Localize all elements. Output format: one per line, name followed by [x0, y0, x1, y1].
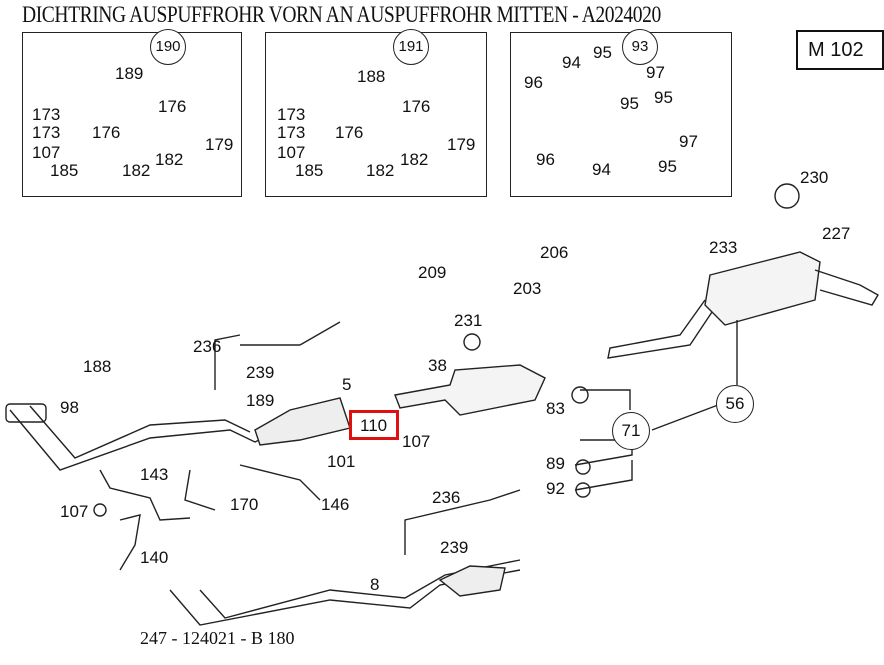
callout: 8 — [370, 575, 380, 594]
callout: 185 — [295, 161, 324, 180]
callout: 89 — [546, 454, 565, 473]
callout: 182 — [122, 161, 151, 180]
callout: 233 — [709, 238, 738, 257]
inset-badge-190: 190 — [150, 29, 186, 65]
callout: 185 — [50, 161, 79, 180]
callout: 83 — [546, 399, 565, 418]
callout: 95 — [593, 43, 612, 62]
callout: 236 — [432, 488, 461, 507]
callout: 182 — [155, 150, 184, 169]
callout: 140 — [140, 548, 169, 567]
callout: 176 — [92, 123, 121, 142]
page-title: DICHTRING AUSPUFFROHR VORN AN AUSPUFFROH… — [22, 2, 661, 27]
callout: 95 — [658, 157, 677, 176]
callout: 209 — [418, 263, 447, 282]
callout: 236 — [193, 337, 222, 356]
callout: 230 — [800, 168, 829, 187]
callout: 206 — [540, 243, 569, 262]
callout: 95 — [654, 88, 673, 107]
callout: 96 — [524, 73, 543, 92]
callout: 179 — [447, 135, 476, 154]
callout: 182 — [400, 150, 429, 169]
callout: 38 — [428, 356, 447, 375]
callout: 189 — [115, 64, 144, 83]
callout: 107 — [60, 502, 89, 521]
callout: 231 — [454, 311, 483, 330]
callout: 173 — [32, 123, 61, 142]
callout: 176 — [158, 97, 187, 116]
callout: 96 — [536, 150, 555, 169]
highlighted-part-callout[interactable] — [349, 410, 399, 440]
callout: 203 — [513, 279, 542, 298]
callout: 182 — [366, 161, 395, 180]
callout: 239 — [440, 538, 469, 557]
callout: 239 — [246, 363, 275, 382]
callout: 173 — [277, 123, 306, 142]
callout: 97 — [679, 132, 698, 151]
callout: 97 — [646, 63, 665, 82]
callout: 92 — [546, 479, 565, 498]
inset-badge-93: 93 — [622, 29, 658, 65]
callout: 107 — [277, 143, 306, 162]
inset-box-93 — [510, 32, 732, 197]
callout: 189 — [246, 391, 275, 410]
callout: 227 — [822, 224, 851, 243]
callout: 188 — [83, 357, 112, 376]
inset-box-190 — [22, 32, 242, 197]
callout: 176 — [335, 123, 364, 142]
assembly-circle-71: 71 — [612, 412, 650, 450]
callout: 94 — [562, 53, 581, 72]
callout: 146 — [321, 495, 350, 514]
callout: 107 — [32, 143, 61, 162]
diagram-reference: 247 - 124021 - B 180 — [140, 628, 295, 648]
callout: 143 — [140, 465, 169, 484]
callout: 188 — [357, 67, 386, 86]
inset-badge-191: 191 — [393, 29, 429, 65]
callout: 94 — [592, 160, 611, 179]
model-badge: M 102 — [796, 30, 884, 70]
assembly-circle-56: 56 — [716, 385, 754, 423]
callout: 107 — [402, 432, 431, 451]
callout: 98 — [60, 398, 79, 417]
callout: 101 — [327, 452, 356, 471]
callout: 176 — [402, 97, 431, 116]
callout: 173 — [277, 105, 306, 124]
callout: 170 — [230, 495, 259, 514]
highlighted-part-number: 110 — [360, 416, 388, 435]
callout: 173 — [32, 105, 61, 124]
callout: 95 — [620, 94, 639, 113]
callout: 179 — [205, 135, 234, 154]
callout: 5 — [342, 375, 352, 394]
inset-box-191 — [265, 32, 487, 197]
